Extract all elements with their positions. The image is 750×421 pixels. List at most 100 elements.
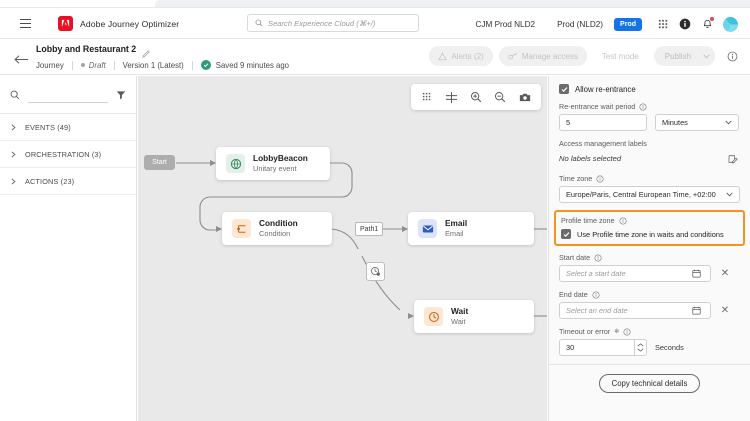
journey-meta: Journey Draft Version 1 (Latest) Saved 9… [36,58,289,72]
hamburger-menu-icon[interactable] [20,18,50,29]
info-icon[interactable] [592,290,600,299]
start-date-label: Start date [559,253,591,262]
allow-reentrance-checkbox[interactable] [559,84,569,94]
reentrance-wait-unit-select[interactable]: Minutes [655,114,739,131]
publish-button[interactable]: Publish [653,46,702,66]
info-icon[interactable] [623,327,631,336]
end-date-input[interactable]: Select an end date [559,302,711,319]
brand-area[interactable]: Adobe Journey Optimizer [58,16,179,31]
publish-dropdown-caret[interactable] [697,46,715,66]
start-date-label-row: Start date [559,253,740,262]
edit-labels-icon[interactable] [725,151,740,166]
timeout-stepper[interactable] [634,339,646,356]
end-date-clear-icon[interactable]: ✕ [720,305,730,316]
allow-reentrance-row[interactable]: Allow re-entrance [559,84,740,94]
condition-branch-icon [232,219,251,238]
center-crosshair-icon[interactable] [442,87,462,107]
global-top-nav: Adobe Journey Optimizer Search Experienc… [0,9,750,39]
timeout-value: 30 [566,343,575,352]
org-name[interactable]: CJM Prod NLD2 [475,19,536,29]
zoom-out-icon[interactable] [490,87,510,107]
node-subtitle: Wait [451,317,466,326]
help-icon[interactable] [674,13,696,35]
reentrance-wait-label: Re-entrance wait period [559,102,636,111]
access-labels-value: No labels selected [559,154,622,163]
start-chip: Start [144,155,175,170]
timeout-row: 30 Seconds [559,339,740,356]
meta-divider-2 [113,60,115,70]
test-mode-button[interactable]: Test mode [593,46,648,66]
sidebar-item-events[interactable]: EVENTS (49) [0,114,136,141]
info-icon[interactable] [639,102,647,111]
node-title: Email [445,218,468,228]
app-grid-icon[interactable] [652,13,674,35]
journey-status: Draft [88,60,106,70]
node-email[interactable]: Email Email [408,212,534,245]
manage-access-label: Manage access [521,51,578,61]
node-title: Condition [259,218,298,228]
chevron-right-icon [11,178,16,184]
palette-search-input[interactable] [28,86,108,103]
timer-clock-icon[interactable] [366,262,385,281]
node-subtitle: Email [445,229,464,238]
publish-group: Publish [653,46,715,66]
profile-time-zone-checkbox[interactable] [561,229,571,239]
top-nav-right: CJM Prod NLD2 Prod (NLD2) Prod [464,9,738,39]
calendar-icon[interactable] [689,303,704,318]
wait-clock-icon [424,307,443,326]
chevron-down-icon [702,54,710,58]
start-date-input[interactable]: Select a start date [559,265,711,282]
start-date-clear-icon[interactable]: ✕ [720,268,730,279]
pencil-icon[interactable] [142,45,151,58]
header-info-icon[interactable] [724,48,740,64]
timeout-label: Timeout or error [559,327,611,336]
sidebar-item-orchestration[interactable]: ORCHESTRATION (3) [0,141,136,168]
required-marker: ✻ [614,329,620,335]
time-zone-select[interactable]: Europe/Paris, Central European Time, +02… [559,186,740,203]
global-search-input[interactable]: Search Experience Cloud (⌘+/) [247,14,419,32]
sidebar-item-actions[interactable]: ACTIONS (23) [0,168,136,195]
node-text: LobbyBeacon Unitary event [253,153,308,174]
meta-divider-1 [71,60,73,70]
calendar-icon[interactable] [689,266,704,281]
end-date-placeholder: Select an end date [566,306,628,315]
node-subtitle: Condition [259,229,291,238]
node-text: Wait Wait [451,306,468,327]
path-chip[interactable]: Path1 [355,222,384,236]
info-icon[interactable] [619,216,627,225]
journey-canvas[interactable]: Start LobbyBeacon Unitary event Conditio… [138,76,547,421]
zoom-in-icon[interactable] [466,87,486,107]
manage-access-button[interactable]: Manage access [498,46,587,66]
node-condition[interactable]: Condition Condition [222,212,332,245]
info-icon[interactable] [596,174,604,183]
start-date-row: Select a start date ✕ [559,265,740,282]
node-text: Condition Condition [259,218,298,239]
reentrance-wait-unit: Minutes [662,118,688,127]
node-lobbybeacon[interactable]: LobbyBeacon Unitary event [216,147,330,180]
sandbox-name[interactable]: Prod (NLD2) [557,19,604,29]
canvas-toolbar [411,84,541,110]
chevron-down-icon [725,120,732,125]
env-badge[interactable]: Prod [614,17,642,31]
profile-time-zone-row[interactable]: Use Profile time zone in waits and condi… [561,229,738,239]
camera-icon[interactable] [515,87,535,107]
copy-technical-details-button[interactable]: Copy technical details [598,374,701,393]
start-date-placeholder: Select a start date [566,269,626,278]
publish-label: Publish [664,51,691,61]
time-zone-label-row: Time zone [559,174,740,183]
reentrance-wait-value: 5 [566,118,571,127]
timeout-label-row: Timeout or error ✻ [559,327,740,336]
filter-icon[interactable] [116,90,126,100]
reentrance-wait-input[interactable]: 5 [559,114,647,131]
grid-icon[interactable] [417,87,437,107]
user-avatar[interactable] [723,16,738,32]
alerts-button[interactable]: Alerts (2) [429,46,493,66]
back-button[interactable] [12,50,30,68]
bell-icon[interactable] [696,13,718,35]
meta-divider-3 [191,60,193,70]
search-icon[interactable] [10,90,20,100]
sidebar-item-label: EVENTS (49) [25,122,71,132]
node-wait[interactable]: Wait Wait [414,300,534,333]
timeout-input[interactable]: 30 [559,339,647,356]
info-icon[interactable] [594,253,602,262]
